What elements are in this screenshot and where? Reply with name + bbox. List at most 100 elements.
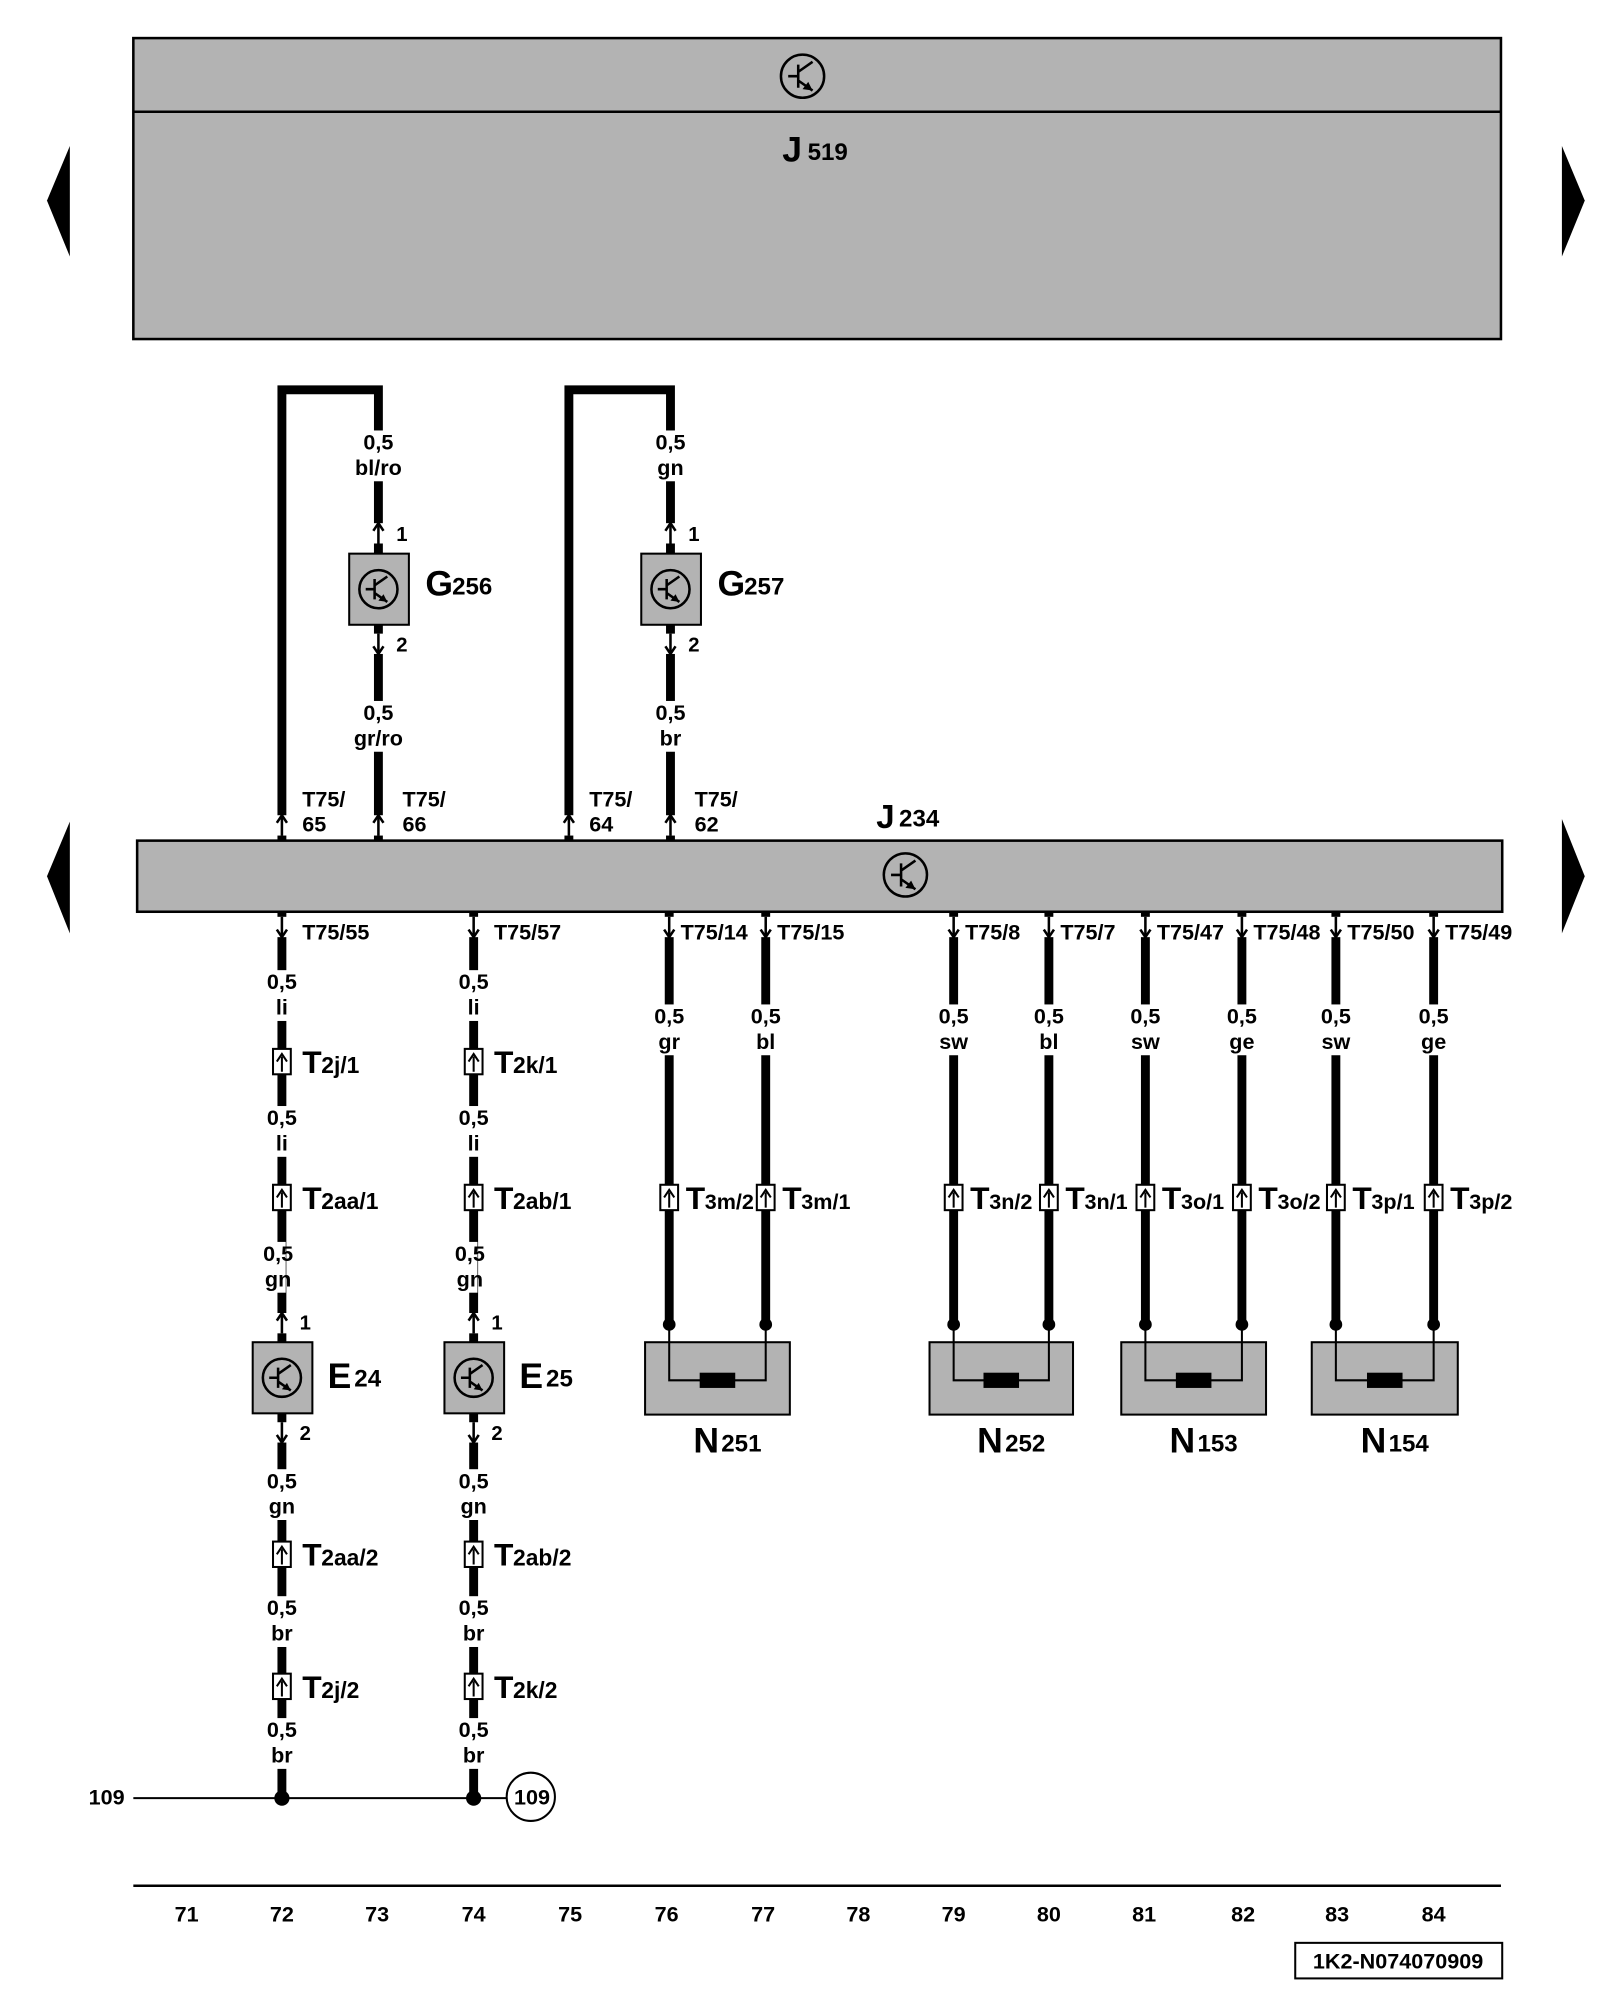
connector-arrow — [467, 1052, 480, 1072]
pin-arrowhead — [467, 1310, 480, 1322]
current-track-number: 76 — [655, 1901, 679, 1926]
terminal-label: T75/ — [695, 786, 738, 811]
wire-color-label: gr/ro — [354, 725, 403, 750]
current-track-number: 72 — [270, 1901, 294, 1926]
connector-code: 3n/1 — [1084, 1189, 1127, 1214]
control-unit-j519: J 519 — [132, 36, 1503, 341]
wire-size-label: 0,5 — [459, 1595, 489, 1620]
wire-size-label: 0,5 — [455, 1241, 485, 1266]
switch-e24 — [251, 1341, 314, 1415]
terminal-label: T75/7 — [1060, 920, 1115, 945]
wire-size-label: 0,5 — [655, 430, 685, 455]
junction-dot — [466, 1790, 482, 1806]
connector-icon — [1325, 1183, 1346, 1212]
symbol-transistor — [269, 1364, 292, 1392]
valve-n153 — [1120, 1324, 1268, 1416]
pin-arrowhead — [664, 520, 677, 532]
current-track-number: 74 — [462, 1901, 486, 1926]
pin-arrowhead — [275, 928, 289, 940]
component-letter: E — [328, 1356, 352, 1396]
pin-arrowhead — [275, 1310, 289, 1322]
pin-arrowhead — [1329, 928, 1343, 940]
symbol-ring — [779, 53, 826, 100]
junction-dot — [274, 1790, 290, 1806]
pin-terminal-icon — [466, 1422, 482, 1445]
pin-terminal-icon — [1328, 916, 1344, 940]
connector-code: 2j/2 — [321, 1677, 359, 1703]
pin-arrowhead — [372, 645, 385, 657]
terminal-label: T75/8 — [965, 920, 1020, 945]
wire-color-label: sw — [1131, 1029, 1160, 1054]
electronic-circuit-icon — [650, 568, 691, 610]
pin-terminal-icon — [370, 633, 387, 657]
pin-number: 1 — [300, 1313, 311, 1335]
pin-arrowhead — [467, 1434, 480, 1445]
pin-arrowhead — [562, 812, 576, 824]
pin-number: 2 — [491, 1423, 502, 1445]
label-gap — [662, 700, 679, 752]
wire-color-label: li — [276, 995, 288, 1020]
continuation-arrows — [46, 146, 1585, 934]
terminal-label: 64 — [589, 812, 613, 837]
connector-icon — [271, 1183, 292, 1212]
connector-code: 3m/1 — [801, 1189, 850, 1214]
connector-icon — [271, 1672, 292, 1701]
pin-arrowhead — [947, 928, 960, 940]
wire-color-label: sw — [939, 1029, 968, 1054]
wire-size-label: 0,5 — [1130, 1003, 1160, 1028]
wire-size-label: 0,5 — [1419, 1003, 1449, 1028]
connector-arrow — [1329, 1188, 1342, 1208]
label-gap — [274, 1718, 290, 1769]
connector-arrow — [275, 1676, 288, 1697]
connector-arrow — [1139, 1188, 1152, 1208]
connector-code: 2k/1 — [513, 1052, 558, 1078]
wire-color-label: bl/ro — [355, 455, 402, 480]
current-track-number: 80 — [1037, 1901, 1061, 1926]
control-unit-letter: J — [876, 798, 894, 835]
current-track-number: 77 — [751, 1901, 775, 1926]
connector-icon — [755, 1183, 776, 1212]
current-track-number: 71 — [175, 1901, 199, 1926]
current-track-number: 83 — [1325, 1901, 1349, 1926]
connector-letter: T — [1162, 1180, 1182, 1216]
wire-size-label: 0,5 — [654, 1003, 684, 1028]
wire-color-label: bl — [1039, 1029, 1058, 1054]
wire-size-label: 0,5 — [459, 1468, 489, 1493]
pin-terminal-icon — [466, 916, 482, 940]
control-unit-number: 234 — [899, 806, 940, 833]
connector-icon — [1232, 1183, 1252, 1212]
component-letter: N — [1170, 1421, 1196, 1461]
symbol-ring — [358, 568, 399, 610]
pin-arrowhead — [663, 928, 676, 940]
label-gap — [1234, 1004, 1250, 1056]
connector-letter: T — [302, 1044, 322, 1080]
wire-color-label: br — [463, 1621, 485, 1646]
connector-code: 2j/1 — [321, 1052, 359, 1078]
connector-letter: T — [302, 1669, 322, 1705]
component-number: 252 — [1005, 1430, 1045, 1457]
label-gap — [270, 1241, 286, 1293]
component-letter: G — [425, 564, 453, 604]
connector-code: 3p/2 — [1469, 1189, 1512, 1214]
connector-icon — [1038, 1183, 1059, 1212]
valve-n252 — [928, 1324, 1075, 1416]
pin-arrowhead — [1235, 928, 1249, 940]
coil-resistor-icon — [1366, 1372, 1403, 1388]
wire-color-label: li — [468, 995, 480, 1020]
pin-terminal-icon — [561, 812, 577, 836]
pin-terminal-icon — [1137, 916, 1154, 940]
label-gap — [274, 1106, 290, 1157]
connector-code: 2k/2 — [513, 1677, 557, 1703]
current-track-number: 79 — [942, 1901, 966, 1926]
connector-letter: T — [1352, 1180, 1372, 1216]
current-track-number: 78 — [846, 1901, 870, 1926]
pin-arrowhead — [1139, 928, 1152, 940]
pin-terminal-icon — [758, 916, 774, 940]
label-gap — [661, 1004, 677, 1056]
connector-icon — [1423, 1183, 1444, 1212]
connector-code: 2ab/1 — [513, 1188, 572, 1214]
connector-icon — [463, 1047, 484, 1076]
wire-size-label: 0,5 — [363, 430, 393, 455]
connector-code: 3m/2 — [705, 1189, 754, 1214]
